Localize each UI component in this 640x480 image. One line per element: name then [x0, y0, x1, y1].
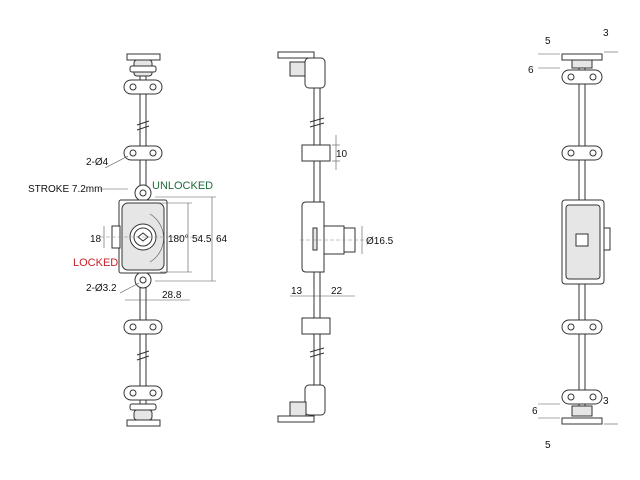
bottom-dim-6: 6	[532, 406, 538, 417]
rotation-label: 180°	[168, 234, 189, 245]
rod-clip	[123, 79, 163, 95]
back-view: 5 3 6 6 3 5	[528, 28, 618, 451]
rod-clip	[123, 385, 163, 401]
hole-bottom-label: 2-Ø3.2	[86, 283, 117, 294]
rod-clip	[123, 145, 163, 161]
bottom-dim-3: 3	[603, 396, 609, 407]
top-dim-3: 3	[603, 28, 609, 39]
top-handle-plate	[126, 53, 161, 61]
unlocked-label: UNLOCKED	[152, 180, 213, 192]
dim-18: 18	[90, 234, 102, 245]
stroke-label: STROKE 7.2mm	[28, 184, 102, 195]
top-dim-5: 5	[545, 36, 551, 47]
dim-13: 13	[291, 286, 303, 297]
dim-64: 64	[216, 234, 228, 245]
dim-28-8: 28.8	[162, 290, 182, 301]
bottom-dim-5: 5	[545, 440, 551, 451]
dim-54-5: 54.5	[192, 234, 212, 245]
dim-10: 10	[336, 149, 348, 160]
front-view: STROKE 7.2mm UNLOCKED LOCKED 2-Ø4 2-Ø3.2…	[28, 53, 228, 427]
dim-22: 22	[331, 286, 343, 297]
rod-clip	[123, 319, 163, 335]
side-view: 10 Ø16.5 13 22	[277, 51, 394, 423]
dim-16-5: Ø16.5	[366, 236, 394, 247]
locked-label: LOCKED	[73, 257, 118, 269]
top-dim-6: 6	[528, 65, 534, 76]
hole-top-label: 2-Ø4	[86, 157, 109, 168]
